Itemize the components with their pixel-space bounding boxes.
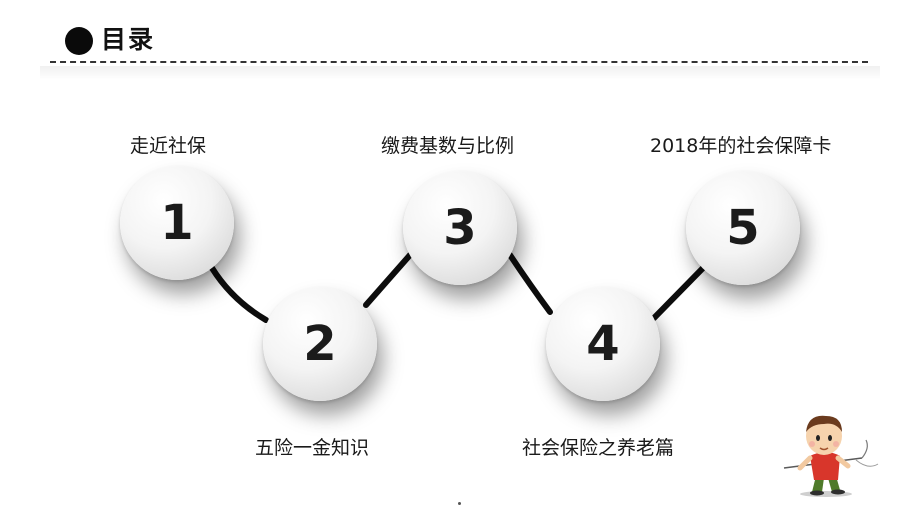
node-number: 3 bbox=[443, 200, 477, 256]
header: 目录 bbox=[0, 0, 920, 80]
item-label-3: 缴费基数与比例 bbox=[381, 135, 515, 157]
node-4[interactable]: 4 bbox=[546, 287, 660, 401]
header-divider bbox=[50, 61, 868, 63]
page-title: 目录 bbox=[101, 25, 156, 54]
item-label-1: 走近社保 bbox=[130, 135, 207, 157]
footer-dot bbox=[458, 502, 461, 505]
node-5[interactable]: 5 bbox=[686, 171, 800, 285]
item-label-5: 2018年的社会保障卡 bbox=[650, 135, 832, 157]
connector-3-4 bbox=[507, 252, 553, 315]
node-number: 4 bbox=[586, 316, 620, 372]
node-1[interactable]: 1 bbox=[120, 166, 234, 280]
header-shadow bbox=[40, 66, 880, 80]
connector-4-5 bbox=[651, 265, 706, 321]
node-2[interactable]: 2 bbox=[263, 287, 377, 401]
node-number: 1 bbox=[160, 195, 194, 251]
node-number: 5 bbox=[726, 200, 760, 256]
item-label-4: 社会保险之养老篇 bbox=[522, 437, 675, 459]
connector-1-2 bbox=[209, 265, 269, 323]
node-number: 2 bbox=[303, 316, 337, 372]
node-3[interactable]: 3 bbox=[403, 171, 517, 285]
connector-2-3 bbox=[363, 252, 413, 308]
item-label-2: 五险一金知识 bbox=[255, 437, 370, 459]
kid-with-umbrella-illustration bbox=[783, 415, 879, 497]
black-circle-icon bbox=[65, 27, 93, 55]
